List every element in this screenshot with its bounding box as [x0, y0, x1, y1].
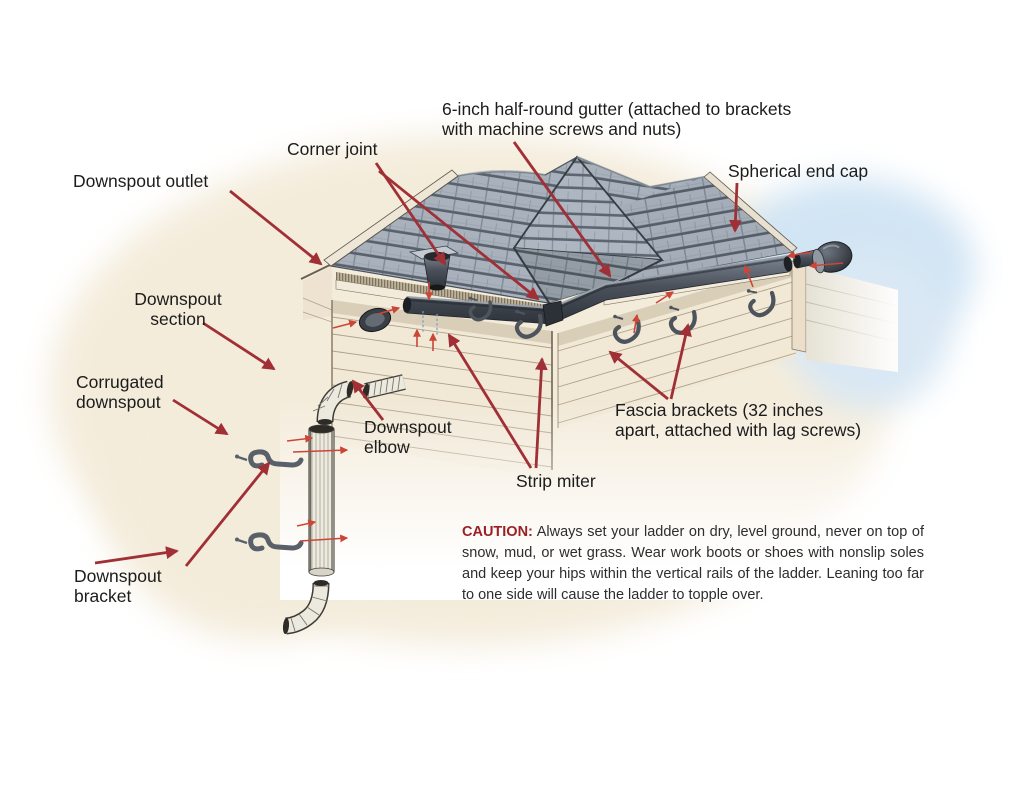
label-line: Corrugated [76, 372, 164, 392]
arrow-strip-miter-2 [534, 357, 548, 469]
right-corner-board [791, 260, 807, 353]
right-wall [558, 263, 796, 428]
label-line: Downspout [134, 289, 222, 309]
arrow-half-round-gutter [512, 141, 612, 278]
arrow-fascia-brackets-1 [608, 350, 669, 401]
arrow-corner-joint-2 [378, 169, 540, 301]
label-strip-miter: Strip miter [516, 471, 596, 491]
label-line: elbow [364, 437, 410, 457]
label-spherical-end-cap: Spherical end cap [728, 161, 868, 181]
label-line: with machine screws and nuts) [442, 119, 682, 139]
label-line: apart, attached with lag screws) [615, 420, 862, 440]
caution-body: Always set your ladder on dry, level gro… [462, 524, 924, 603]
label-line: bracket [74, 586, 132, 606]
downspout-elbow-part [312, 380, 354, 425]
label-line: 6-inch half-round gutter (attached to br… [442, 99, 792, 119]
arrow-downspout-outlet [229, 189, 323, 266]
label-downspout-elbow: Downspout elbow [364, 417, 452, 457]
label-downspout-section: Downspout section [123, 289, 233, 329]
downspout-assembly [235, 374, 406, 635]
assembly-arrows [286, 250, 844, 543]
label-line: Spherical end cap [728, 161, 869, 181]
label-downspout-outlet: Downspout outlet [73, 171, 208, 191]
label-fascia-brackets: Fascia brackets (32 inches apart, attach… [615, 400, 861, 440]
downspout-section-part [308, 424, 335, 577]
label-line: section [150, 309, 206, 329]
label-line: Downspout [74, 566, 162, 586]
label-corrugated-downspout: Corrugated downspout [76, 372, 164, 412]
label-half-round-gutter: 6-inch half-round gutter (attached to br… [442, 99, 791, 139]
left-gable-wall [303, 266, 332, 320]
arrow-fascia-brackets-2 [669, 323, 692, 400]
label-corner-joint: Corner joint [287, 139, 377, 159]
label-line: Corner joint [287, 139, 378, 159]
caution-note: CAUTION: Always set your ladder on dry, … [462, 522, 924, 606]
caution-heading: CAUTION: [462, 524, 533, 540]
left-end-cap-part [358, 307, 392, 333]
arrow-corner-joint-1 [374, 162, 447, 266]
leader-arrows [94, 141, 742, 567]
label-line: downspout [76, 392, 161, 412]
left-rake-board [323, 169, 459, 267]
arrow-downspout-elbow [351, 379, 385, 421]
label-line: Fascia brackets (32 inches [615, 400, 824, 420]
label-line: Strip miter [516, 471, 596, 491]
arrow-downspout-bracket-2 [184, 461, 271, 567]
right-rake-board [703, 171, 798, 253]
arrow-downspout-bracket-1 [94, 546, 179, 565]
arrow-spherical-end-cap [729, 182, 742, 233]
arrow-downspout-section [202, 321, 276, 371]
label-line: Downspout [364, 417, 452, 437]
corrugated-tube [362, 374, 406, 399]
label-line: Downspout outlet [73, 171, 209, 191]
label-downspout-bracket: Downspout bracket [74, 566, 162, 606]
downspout-bottom-elbow [282, 580, 330, 635]
machine-screw-guides [422, 311, 438, 337]
arrow-corrugated-downspout [172, 398, 229, 436]
strip-miter-piece [542, 300, 564, 327]
arrow-strip-miter-1 [447, 333, 533, 469]
roof-valley [514, 248, 662, 303]
